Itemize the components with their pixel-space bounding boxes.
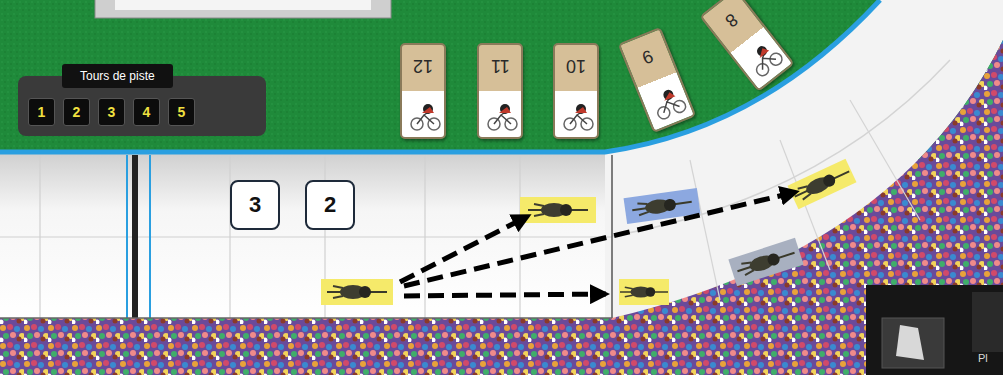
callout-number: 2 (324, 192, 336, 218)
lap-number: 4 (143, 104, 151, 120)
cyclist-icon (485, 103, 519, 133)
callout-number: 3 (249, 192, 261, 218)
card-value: 8 (721, 9, 742, 32)
cyclist-icon (648, 84, 691, 125)
panel-title: Tours de piste (62, 64, 173, 88)
cyclist-icon (561, 103, 595, 133)
lap-number: 2 (73, 104, 81, 120)
lap-button: 1 (28, 98, 55, 126)
lap-button: 3 (98, 98, 125, 126)
card-value: 11 (491, 55, 510, 76)
cyclist-icon (408, 103, 442, 133)
lap-panel: Tours de piste12345 (18, 76, 266, 136)
cyclist-icon (743, 38, 788, 83)
cut-label: Pl (978, 352, 988, 364)
energy-card: 9 (618, 27, 697, 133)
energy-card: 10 (553, 43, 599, 139)
lap-number: 5 (178, 104, 186, 120)
callout-box: 2 (305, 180, 355, 230)
lap-number: 1 (38, 104, 46, 120)
energy-card: 12 (400, 43, 446, 139)
callout-box: 3 (230, 180, 280, 230)
card-value: 12 (413, 55, 433, 76)
card-value: 10 (566, 55, 586, 76)
lap-number: 3 (108, 104, 116, 120)
card-value: 9 (639, 45, 656, 68)
lap-button: 2 (63, 98, 90, 126)
energy-card: 11 (477, 43, 523, 139)
lap-button: 5 (168, 98, 195, 126)
energy-card: 8 (699, 0, 794, 92)
lap-button: 4 (133, 98, 160, 126)
